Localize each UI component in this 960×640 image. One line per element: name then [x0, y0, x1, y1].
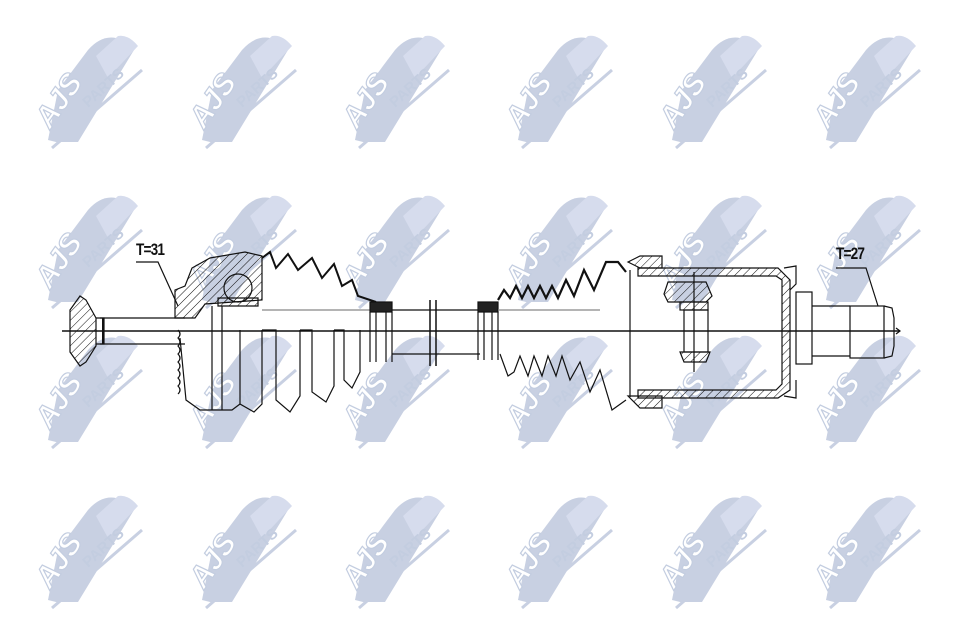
right-stub-shaft — [795, 291, 901, 365]
left-stub-shaft — [100, 317, 185, 345]
leader-left — [136, 261, 179, 307]
outer-boot-clamp — [369, 301, 393, 362]
leader-right — [836, 267, 879, 307]
teeth-count-left-label: T=31 — [136, 240, 165, 259]
inner-tripod-housing — [626, 255, 797, 409]
outer-boot — [239, 250, 377, 413]
inner-boot-clamp — [477, 301, 499, 360]
intermediate-shaft — [392, 300, 480, 366]
outer-cv-joint — [174, 251, 263, 411]
inner-boot — [497, 260, 627, 411]
teeth-count-right-label: T=27 — [836, 244, 865, 263]
